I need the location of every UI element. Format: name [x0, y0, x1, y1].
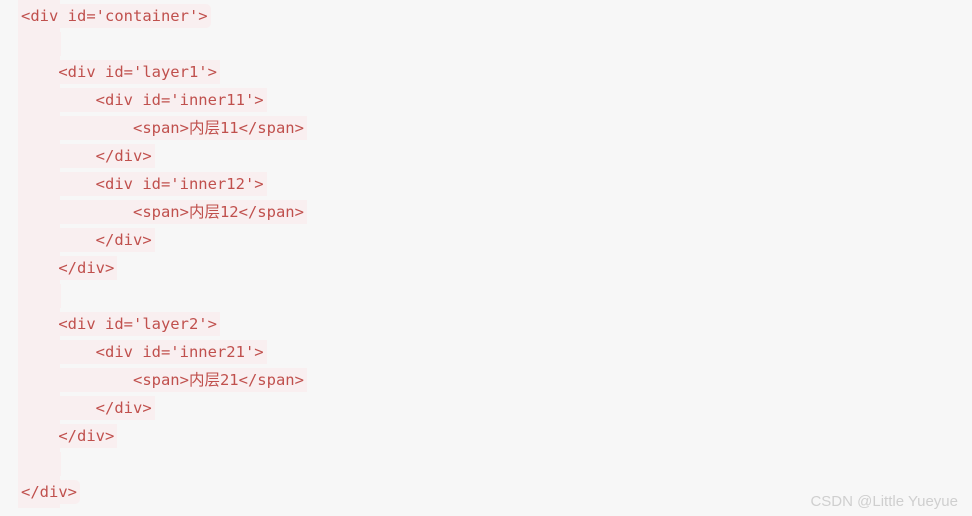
code-line-text: <div id='inner21'> [18, 339, 267, 364]
code-line-text: <span>内层12</span> [18, 199, 307, 224]
csdn-watermark: CSDN @Little Yueyue [810, 493, 958, 510]
code-line: </div> [18, 225, 155, 253]
code-line-text: </div> [18, 143, 155, 168]
code-line-text: </div> [18, 423, 118, 448]
code-line: <div id='inner21'> [18, 337, 267, 365]
code-line-text: <div id='inner12'> [18, 171, 267, 196]
code-line-text: </div> [18, 395, 155, 420]
code-line-text: <div id='container'> [18, 3, 211, 28]
code-line: </div> [18, 393, 155, 421]
code-line-text: <span>内层11</span> [18, 115, 307, 140]
code-line-text: <span>内层21</span> [18, 367, 307, 392]
code-line: </div> [18, 421, 118, 449]
code-line-blank [18, 449, 62, 477]
code-line-text: </div> [18, 227, 155, 252]
code-line-text [18, 283, 62, 308]
code-line: </div> [18, 141, 155, 169]
code-line: <div id='inner12'> [18, 169, 267, 197]
code-line: <div id='layer2'> [18, 309, 220, 337]
code-line: <div id='container'> [18, 1, 211, 29]
container-gutter [18, 0, 60, 508]
code-line-text: <div id='layer1'> [18, 59, 220, 84]
code-line: <span>内层11</span> [18, 113, 307, 141]
code-line: </div> [18, 477, 80, 505]
code-line-blank [18, 29, 62, 57]
code-line: <div id='inner11'> [18, 85, 267, 113]
code-line-text [18, 31, 62, 56]
code-line: </div> [18, 253, 118, 281]
code-line-text: <div id='layer2'> [18, 311, 220, 336]
code-line-text [18, 451, 62, 476]
code-line-text: <div id='inner11'> [18, 87, 267, 112]
code-line-blank [18, 281, 62, 309]
code-line: <span>内层12</span> [18, 197, 307, 225]
code-line-text: </div> [18, 255, 118, 280]
code-line: <div id='layer1'> [18, 57, 220, 85]
code-line-text: </div> [18, 479, 80, 504]
code-line: <span>内层21</span> [18, 365, 307, 393]
